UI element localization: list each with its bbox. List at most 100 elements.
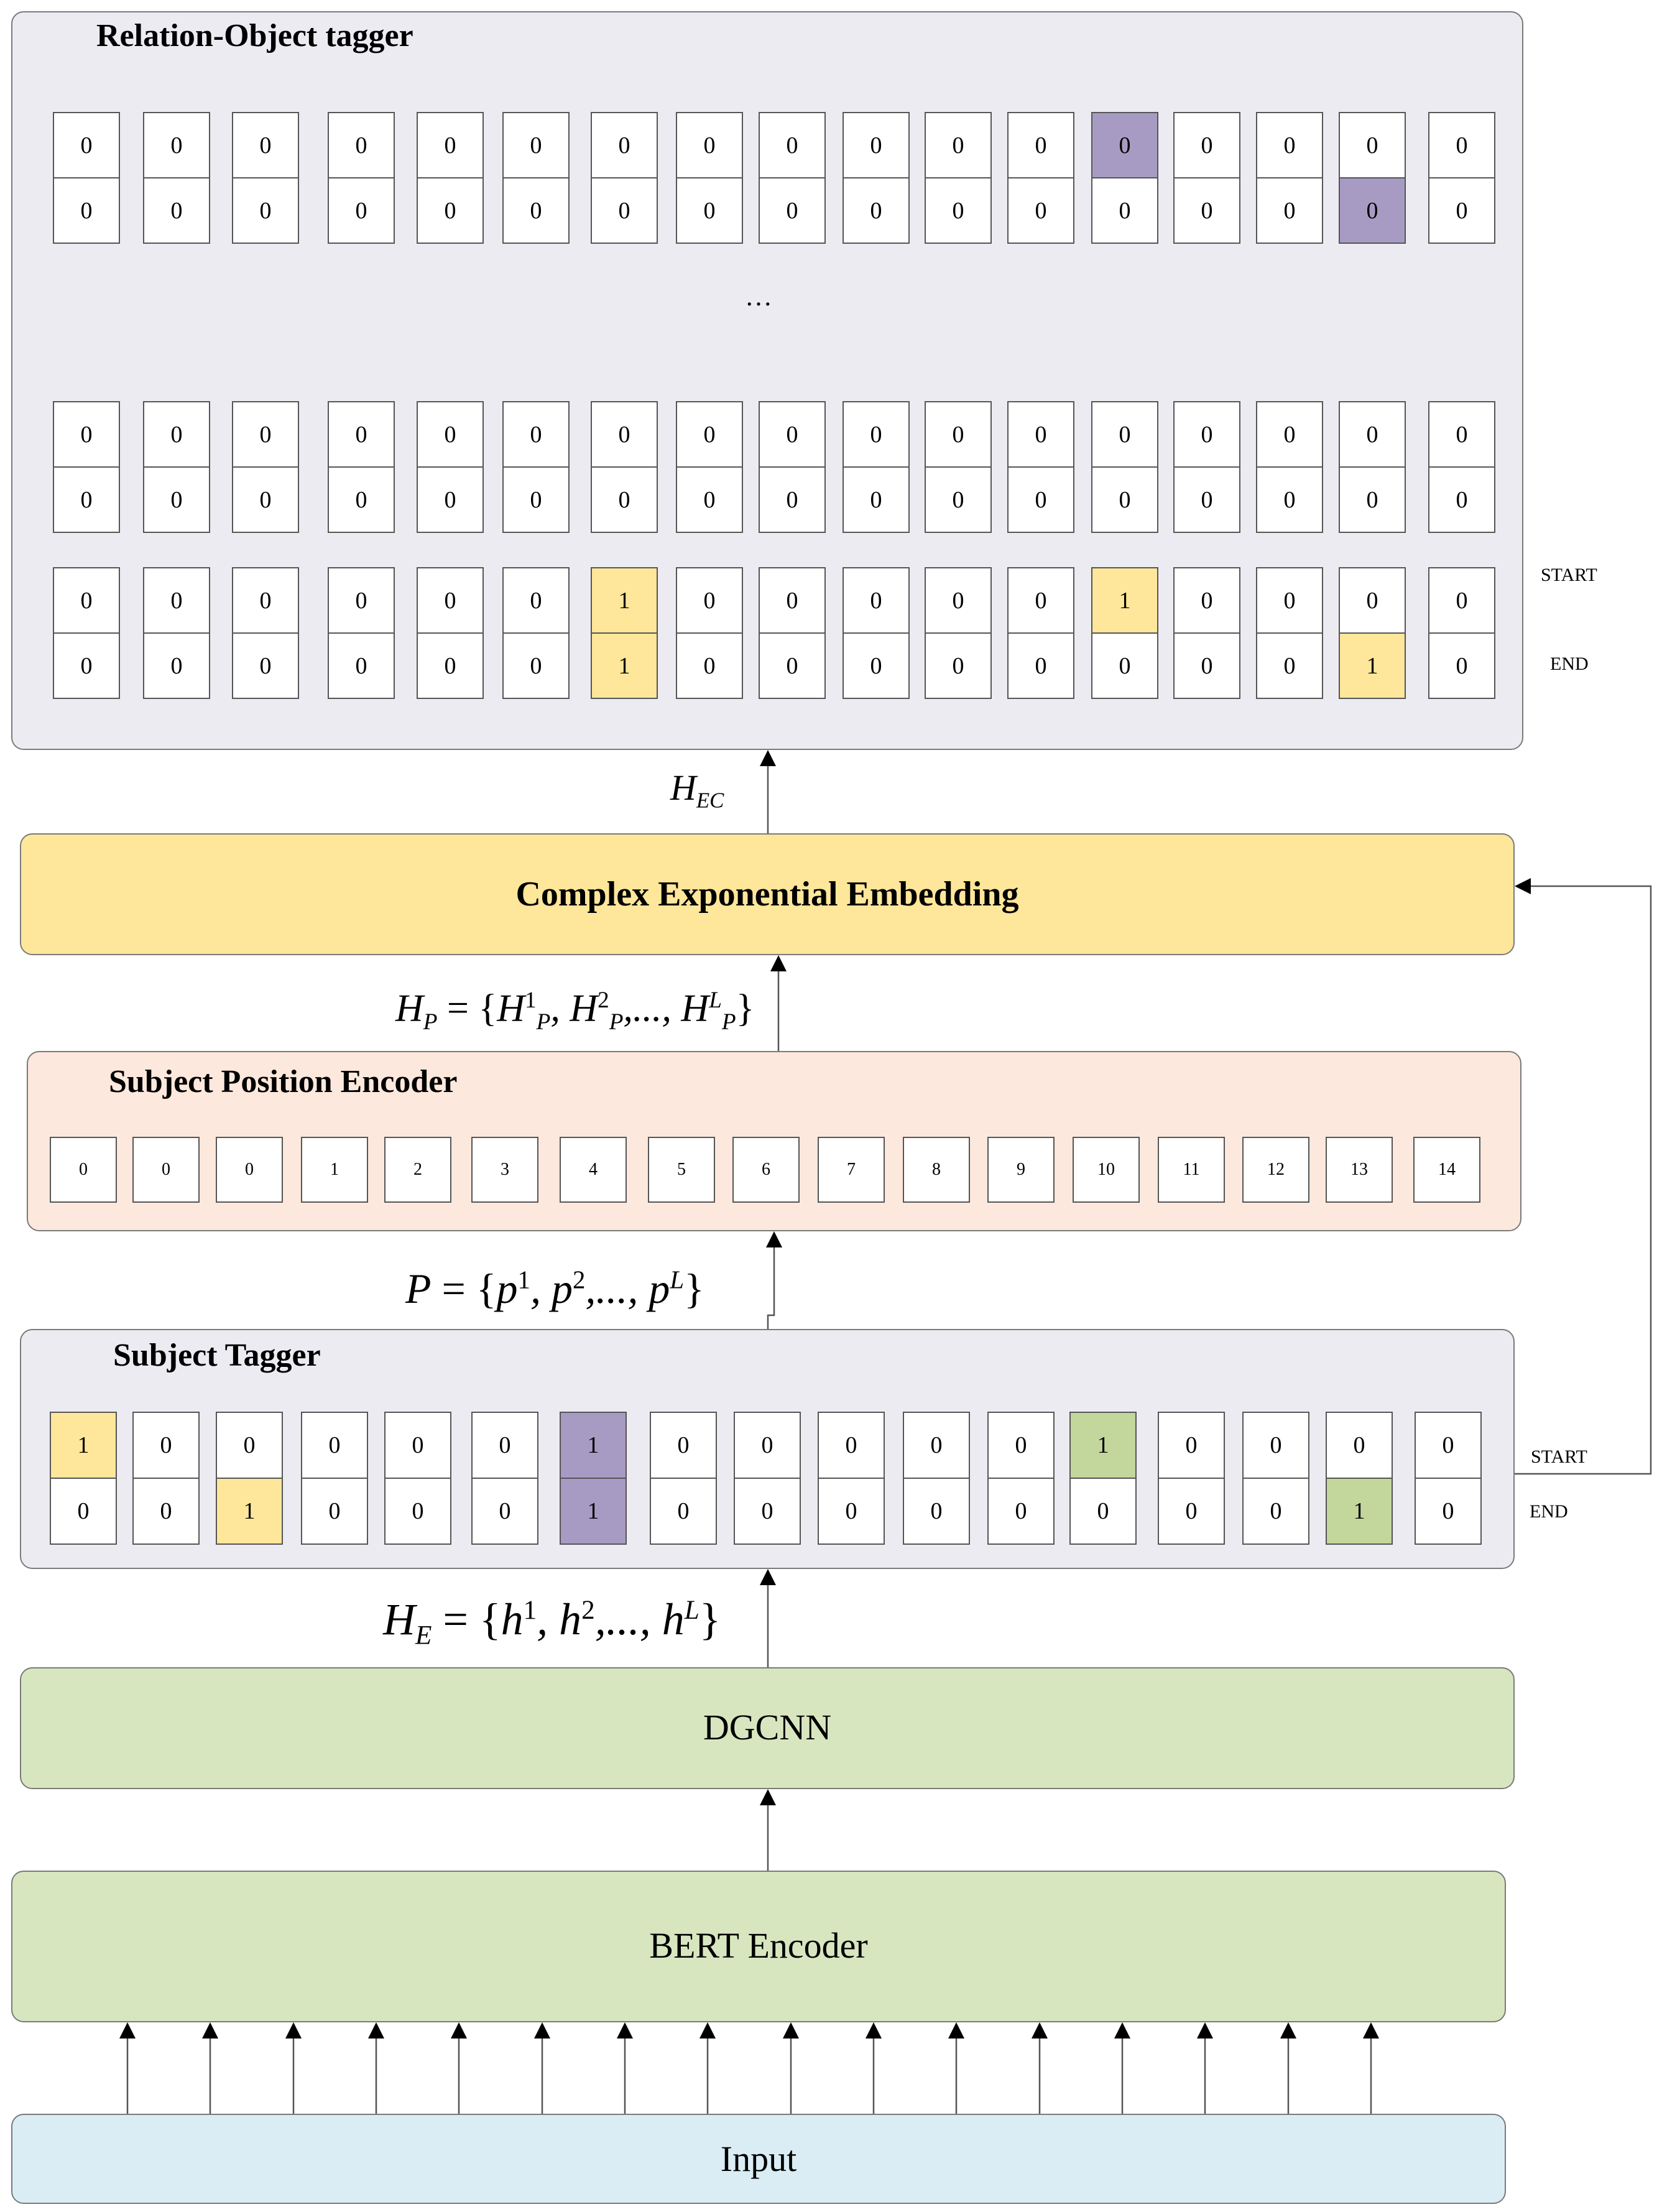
ro-end-cell-0-7: 0 — [676, 177, 743, 244]
input-to-bert-arrowhead-2 — [285, 2022, 302, 2038]
ro-start-cell-1-9: 0 — [843, 401, 910, 468]
ro-start-cell-0-12: 0 — [1091, 112, 1158, 178]
ro-end-cell-0-11: 0 — [1007, 177, 1074, 244]
ro-end-cell-2-9: 0 — [843, 632, 910, 699]
h-e-formula: HE = {h1, h2,..., hL} — [383, 1594, 721, 1650]
ro-start-cell-2-5: 0 — [502, 567, 570, 634]
ro-start-cell-1-12: 0 — [1091, 401, 1158, 468]
position-cell-10: 8 — [903, 1137, 970, 1203]
input-to-bert-arrowhead-14 — [1280, 2022, 1296, 2038]
ro-end-cell-1-1: 0 — [143, 466, 210, 533]
position-to-embedding-arrowhead — [770, 955, 787, 971]
ro-start-cell-1-4: 0 — [417, 401, 484, 468]
ro-start-cell-0-3: 0 — [328, 112, 395, 178]
st-start-label: START — [1531, 1446, 1587, 1467]
input-to-bert-arrowhead-6 — [617, 2022, 633, 2038]
ro-end-cell-0-4: 0 — [417, 177, 484, 244]
position-cell-8: 6 — [732, 1137, 800, 1203]
ro-end-cell-1-14: 0 — [1256, 466, 1323, 533]
h-ec-sub: EC — [696, 788, 724, 813]
embedding-to-ro-tagger-arrowhead — [760, 750, 776, 766]
ro-end-cell-1-11: 0 — [1007, 466, 1074, 533]
ro-end-cell-1-8: 0 — [759, 466, 826, 533]
st-start-cell-15: 0 — [1326, 1412, 1393, 1479]
bert-to-dgcnn-arrowhead — [760, 1789, 776, 1805]
st-start-cell-16: 0 — [1415, 1412, 1482, 1479]
ro-end-label: END — [1550, 654, 1589, 674]
subject-tagger-feedback-arrowhead — [1515, 878, 1531, 894]
st-end-cell-10: 0 — [903, 1478, 970, 1545]
bert-encoder-box: BERT Encoder — [11, 1871, 1506, 2022]
st-start-cell-9: 0 — [818, 1412, 885, 1479]
ro-end-cell-1-16: 0 — [1428, 466, 1495, 533]
ro-end-cell-2-15: 1 — [1339, 632, 1406, 699]
position-cell-14: 12 — [1242, 1137, 1309, 1203]
dgcnn-box: DGCNN — [20, 1667, 1515, 1789]
ro-start-cell-0-15: 0 — [1339, 112, 1406, 178]
input-to-bert-arrowhead-9 — [866, 2022, 882, 2038]
input-to-bert-arrowhead-11 — [1032, 2022, 1048, 2038]
ro-start-cell-2-14: 0 — [1256, 567, 1323, 634]
st-end-cell-2: 1 — [216, 1478, 283, 1545]
ro-start-cell-0-4: 0 — [417, 112, 484, 178]
ro-end-cell-2-8: 0 — [759, 632, 826, 699]
ro-start-cell-2-6: 1 — [591, 567, 658, 634]
st-start-cell-10: 0 — [903, 1412, 970, 1479]
input-to-bert-arrowhead-8 — [783, 2022, 799, 2038]
ro-end-cell-0-12: 0 — [1091, 177, 1158, 244]
ro-end-cell-2-2: 0 — [232, 632, 299, 699]
st-end-cell-12: 0 — [1069, 1478, 1137, 1545]
st-start-cell-2: 0 — [216, 1412, 283, 1479]
subject-position-encoder-title: Subject Position Encoder — [109, 1064, 458, 1099]
ro-end-cell-2-7: 0 — [676, 632, 743, 699]
ro-end-cell-0-0: 0 — [53, 177, 120, 244]
bert-encoder-label: BERT Encoder — [649, 1925, 868, 1966]
subject-tagger-to-position-arrowhead — [766, 1231, 782, 1247]
input-to-bert-arrowhead-15 — [1363, 2022, 1379, 2038]
ro-end-cell-1-15: 0 — [1339, 466, 1406, 533]
position-cell-5: 3 — [471, 1137, 538, 1203]
st-start-cell-4: 0 — [384, 1412, 451, 1479]
ro-start-cell-2-12: 1 — [1091, 567, 1158, 634]
position-cell-11: 9 — [987, 1137, 1055, 1203]
ro-start-cell-1-2: 0 — [232, 401, 299, 468]
ro-end-cell-1-4: 0 — [417, 466, 484, 533]
st-start-cell-1: 0 — [132, 1412, 200, 1479]
ro-end-cell-1-2: 0 — [232, 466, 299, 533]
input-to-bert-arrowhead-13 — [1197, 2022, 1213, 2038]
ro-start-cell-2-3: 0 — [328, 567, 395, 634]
st-end-cell-0: 0 — [50, 1478, 117, 1545]
st-start-cell-14: 0 — [1242, 1412, 1309, 1479]
input-to-bert-arrowhead-4 — [451, 2022, 467, 2038]
ro-end-cell-2-1: 0 — [143, 632, 210, 699]
ro-end-cell-0-3: 0 — [328, 177, 395, 244]
ro-end-cell-1-0: 0 — [53, 466, 120, 533]
ro-end-cell-2-6: 1 — [591, 632, 658, 699]
ro-end-cell-0-9: 0 — [843, 177, 910, 244]
ro-end-cell-2-4: 0 — [417, 632, 484, 699]
ro-start-cell-0-10: 0 — [925, 112, 992, 178]
position-cell-12: 10 — [1073, 1137, 1140, 1203]
st-end-cell-13: 0 — [1158, 1478, 1225, 1545]
st-start-cell-5: 0 — [471, 1412, 538, 1479]
ro-start-cell-0-0: 0 — [53, 112, 120, 178]
ro-end-cell-0-16: 0 — [1428, 177, 1495, 244]
ro-end-cell-0-8: 0 — [759, 177, 826, 244]
ro-start-cell-2-15: 0 — [1339, 567, 1406, 634]
st-end-cell-11: 0 — [987, 1478, 1055, 1545]
ro-start-cell-2-4: 0 — [417, 567, 484, 634]
ro-start-cell-2-8: 0 — [759, 567, 826, 634]
ro-start-cell-0-11: 0 — [1007, 112, 1074, 178]
st-end-label: END — [1530, 1501, 1568, 1522]
ro-start-cell-1-5: 0 — [502, 401, 570, 468]
ro-start-cell-1-1: 0 — [143, 401, 210, 468]
ro-start-cell-0-16: 0 — [1428, 112, 1495, 178]
complex-exponential-embedding-label: Complex Exponential Embedding — [515, 875, 1019, 914]
ro-start-cell-1-14: 0 — [1256, 401, 1323, 468]
ro-start-cell-1-15: 0 — [1339, 401, 1406, 468]
input-label: Input — [720, 2139, 797, 2179]
ro-start-cell-2-10: 0 — [925, 567, 992, 634]
position-cell-2: 0 — [216, 1137, 283, 1203]
h-ec-base: H — [670, 767, 696, 808]
